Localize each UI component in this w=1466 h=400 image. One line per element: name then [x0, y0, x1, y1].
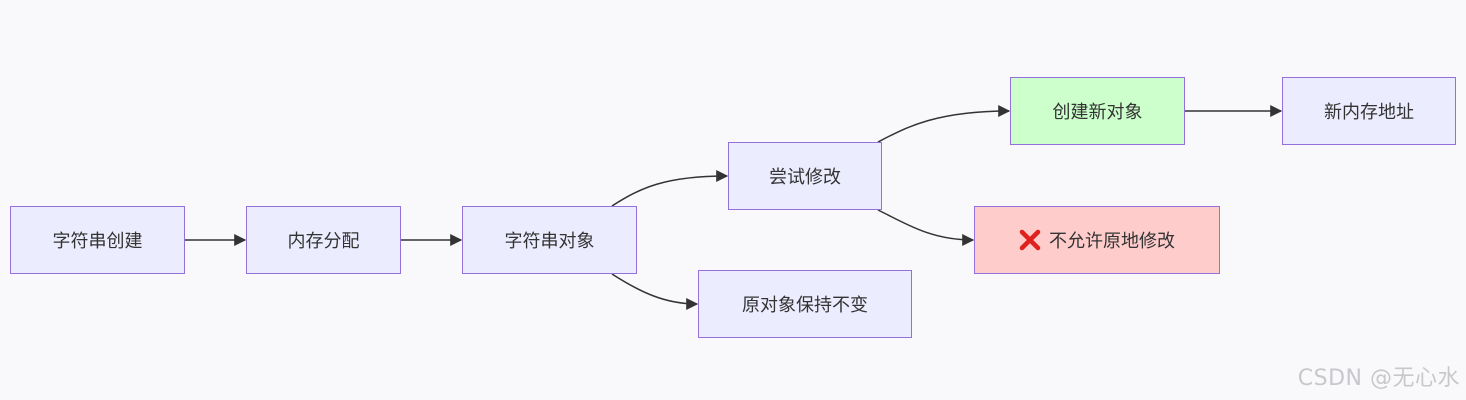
edge-try-modify-to-no-in-place [877, 209, 975, 246]
node-try-modify: 尝试修改 [728, 142, 882, 210]
node-original-unchanged: 原对象保持不变 [698, 270, 912, 338]
cross-mark-icon [1019, 229, 1041, 251]
node-no-in-place-label: 不允许原地修改 [1049, 231, 1175, 252]
node-try-modify-label: 尝试修改 [769, 167, 841, 188]
node-create-new-object-label: 创建新对象 [1052, 102, 1143, 123]
node-string-object-label: 字符串对象 [504, 231, 595, 252]
node-memory-alloc-label: 内存分配 [287, 231, 360, 252]
edge-string-object-to-original-unchanged [611, 273, 699, 310]
node-new-address: 新内存地址 [1282, 77, 1456, 145]
node-create-new-object: 创建新对象 [1010, 77, 1185, 145]
edge-string-object-to-try-modify [611, 170, 729, 207]
node-string-create-label: 字符串创建 [52, 231, 143, 252]
watermark: CSDN @无心水 [1297, 366, 1460, 391]
node-memory-alloc: 内存分配 [246, 206, 401, 274]
edge-try-modify-to-create-new-object [877, 105, 1011, 143]
node-no-in-place: 不允许原地修改 [974, 206, 1220, 274]
node-string-object: 字符串对象 [462, 206, 637, 274]
node-original-unchanged-label: 原对象保持不变 [742, 295, 868, 316]
node-new-address-label: 新内存地址 [1324, 102, 1414, 123]
node-string-create: 字符串创建 [10, 206, 185, 274]
